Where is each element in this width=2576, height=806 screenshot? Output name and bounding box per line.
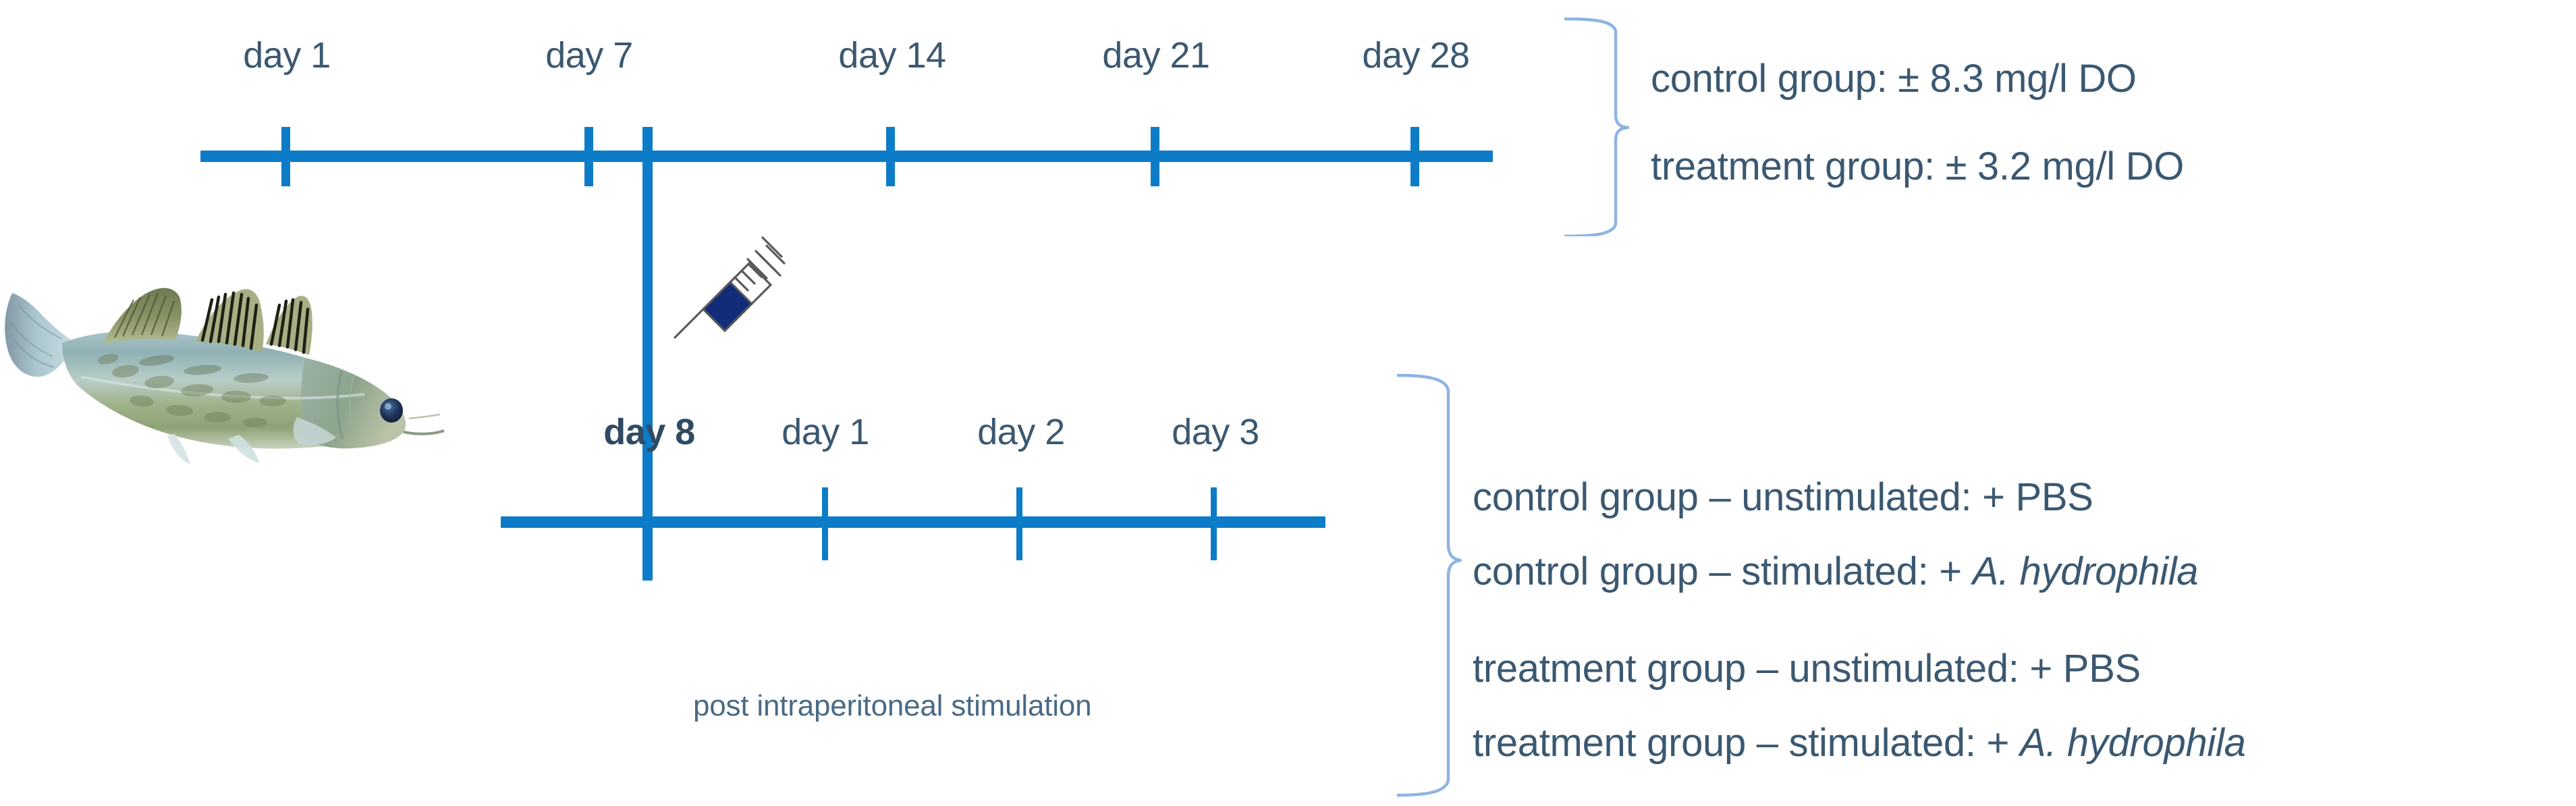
oxygen-group-line-treatment: treatment group: ± 3.2 mg/l DO [1651, 144, 2185, 188]
timeline-tick-day-7 [584, 127, 593, 186]
group-line-text: control group – stimulated: + [1473, 549, 1973, 593]
exposure-timeline-axis [200, 151, 1493, 162]
timeline-tick-day-28 [1410, 127, 1419, 186]
stimulation-group-line-control-stim: control group – stimulated: + A. hydroph… [1473, 549, 2199, 593]
timeline-tick-day-21 [1151, 127, 1159, 186]
stimulation-group-line-treatment-stim: treatment group – stimulated: + A. hydro… [1473, 724, 2246, 763]
stimulation-groups-brace [1392, 371, 1466, 799]
post-timeline-label-day-8: day 8 [603, 412, 695, 452]
group-line-text: control group – unstimulated: + PBS [1473, 475, 2093, 519]
post-stimulation-timeline-axis [501, 516, 1325, 528]
species-name: A. hydrophila [2019, 721, 2246, 765]
timeline-tick-day-1 [281, 127, 290, 186]
group-line-text: treatment group – unstimulated: + PBS [1473, 647, 2141, 691]
stimulation-group-line-control-unstim: control group – unstimulated: + PBS [1473, 478, 2093, 517]
timeline-label-day-14: day 14 [838, 35, 946, 76]
oxygen-groups-brace [1559, 14, 1633, 238]
timeline-tick-day-14 [886, 127, 895, 186]
oxygen-group-line-control: control group: ± 8.3 mg/l DO [1651, 57, 2137, 101]
pikeperch-photo [0, 258, 472, 473]
species-name: A. hydrophila [1972, 549, 2199, 593]
post-timeline-tick-day-1 [822, 487, 828, 560]
timeline-label-day-7: day 7 [545, 35, 633, 76]
post-stimulation-caption: post intraperitoneal stimulation [693, 689, 1092, 722]
group-line-text: treatment group – stimulated: + [1473, 721, 2020, 765]
timeline-label-day-28: day 28 [1362, 35, 1470, 76]
injection-connector-line [642, 127, 653, 581]
post-timeline-label-day-2: day 2 [977, 412, 1065, 452]
timeline-label-day-1: day 1 [243, 35, 331, 76]
stimulation-group-line-treatment-unstim: treatment group – unstimulated: + PBS [1473, 649, 2141, 689]
post-timeline-tick-day-3 [1211, 487, 1217, 560]
post-timeline-label-day-1: day 1 [782, 412, 869, 452]
post-timeline-tick-day-2 [1016, 487, 1022, 560]
timeline-label-day-21: day 21 [1102, 35, 1210, 76]
syringe-icon [668, 223, 790, 344]
post-timeline-label-day-3: day 3 [1172, 412, 1259, 452]
